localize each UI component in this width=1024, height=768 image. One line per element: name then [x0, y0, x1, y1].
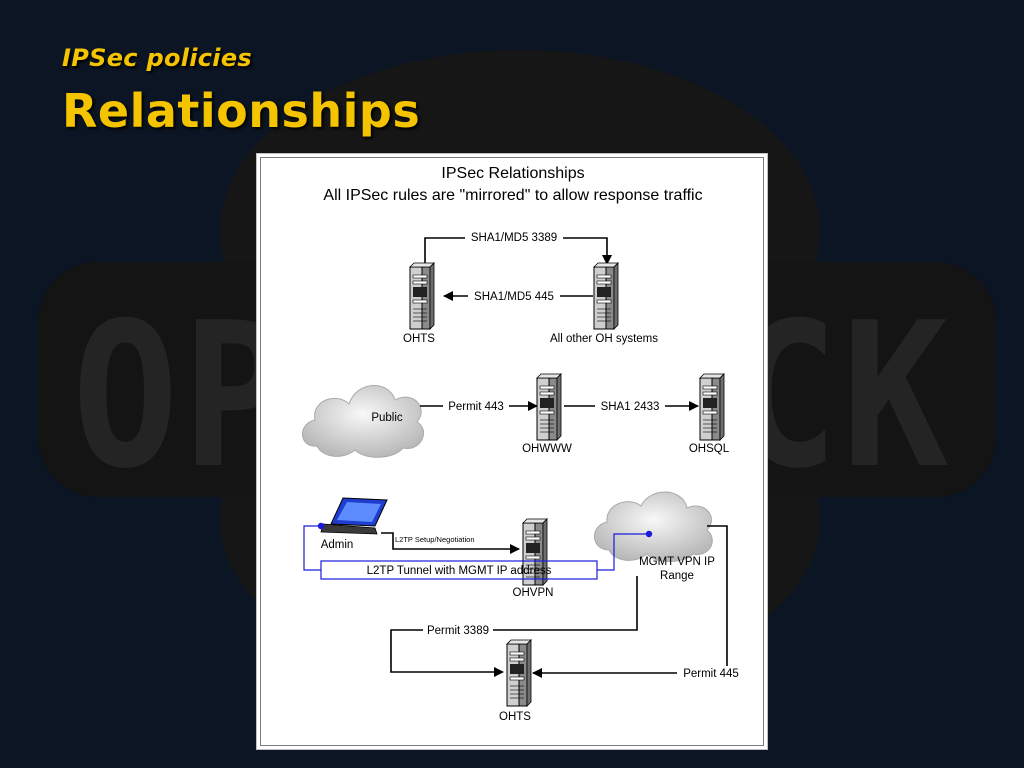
edge-l2tp-setup [381, 532, 520, 554]
server-ohwww-icon [536, 373, 562, 441]
edge-label-permit-445: Permit 445 [683, 668, 739, 680]
server-ohts-top-icon [409, 262, 435, 330]
cloud-mgmt-vpn-icon [594, 491, 713, 562]
tunnel-right-line [597, 533, 649, 571]
diagram-subtitle: All IPSec rules are "mirrored" to allow … [323, 187, 702, 204]
tunnel-left-line [303, 525, 321, 571]
edge-label-sha1-3389: SHA1/MD5 3389 [471, 232, 557, 244]
node-ohwww: OHWWW [522, 443, 572, 455]
edge-permit-3389 [390, 576, 638, 677]
node-ohts-bottom: OHTS [499, 711, 531, 723]
node-ohts-top: OHTS [403, 333, 435, 345]
ipsec-diagram: IPSec Relationships All IPSec rules are … [302, 165, 743, 723]
edge-label-permit-3389: Permit 3389 [427, 625, 489, 637]
tunnel-label: L2TP Tunnel with MGMT IP address [367, 565, 552, 577]
diagram-panel: IPSec Relationships All IPSec rules are … [256, 153, 768, 750]
edge-label-sha1-445: SHA1/MD5 445 [474, 291, 554, 303]
laptop-admin-icon [320, 497, 388, 535]
edge-label-l2tp-setup: L2TP Setup/Negotiation [395, 535, 475, 544]
cloud-public-icon [302, 385, 424, 458]
slide-subtitle: IPSec policies [62, 44, 253, 72]
slide-title: Relationships [62, 84, 421, 138]
node-ohsql: OHSQL [689, 443, 730, 455]
node-admin: Admin [321, 539, 354, 551]
node-ohvpn: OHVPN [513, 587, 554, 599]
tunnel-endpoint-admin [317, 522, 325, 530]
server-ohts-bottom-icon [506, 639, 532, 707]
tunnel-endpoint-mgmt [645, 530, 653, 538]
server-all-other-icon [593, 262, 619, 330]
node-mgmt-line2: Range [660, 570, 694, 582]
edge-permit-445 [532, 525, 728, 678]
node-public: Public [371, 412, 403, 424]
edge-label-sha1-2433: SHA1 2433 [601, 401, 660, 413]
diagram-title: IPSec Relationships [441, 165, 584, 182]
server-ohsql-icon [699, 373, 725, 441]
edge-label-permit-443: Permit 443 [448, 401, 504, 413]
node-all-other: All other OH systems [550, 333, 658, 345]
node-mgmt-line1: MGMT VPN IP [639, 556, 715, 568]
